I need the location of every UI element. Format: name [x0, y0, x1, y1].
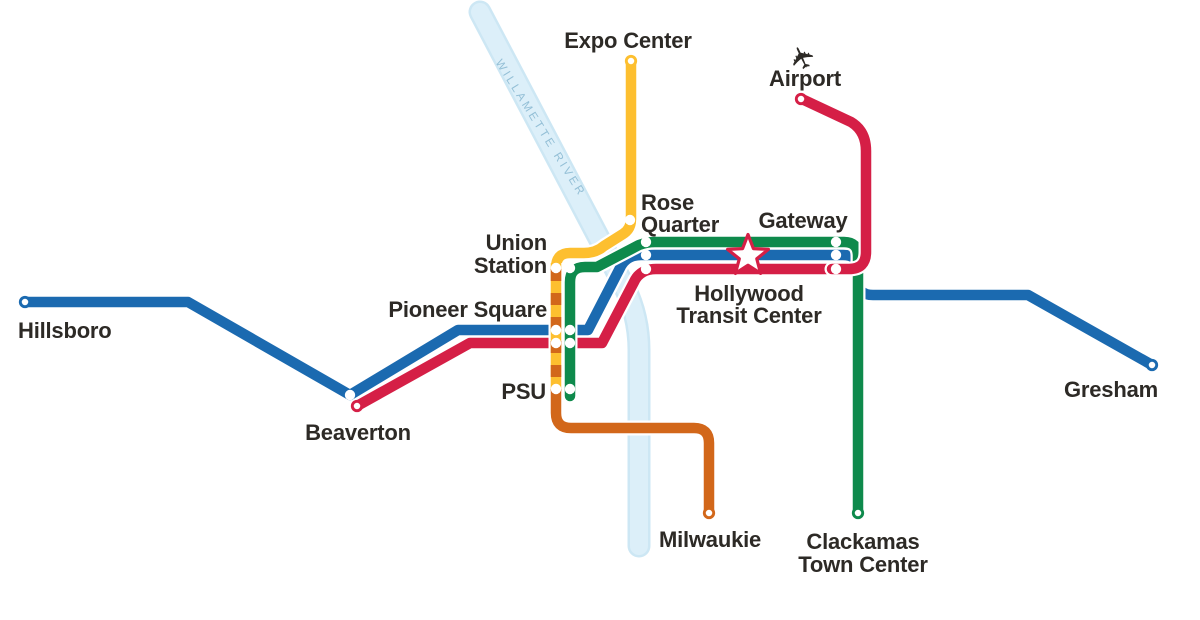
station-dot-pioneer-square-3	[550, 337, 562, 349]
terminus-dot-hillsboro	[18, 295, 32, 309]
terminus-dot-expo-center	[624, 54, 638, 68]
orange-line	[550, 378, 715, 519]
label-hollywood-2: Transit Center	[676, 303, 822, 328]
label-airport: Airport	[769, 66, 842, 91]
terminus-dot-milwaukie	[702, 506, 716, 520]
station-dot-psu-mall	[550, 383, 562, 395]
blue-line	[19, 249, 1158, 401]
station-dot-beaverton-blue	[344, 389, 356, 401]
label-expo-center: Expo Center	[564, 28, 692, 53]
label-milwaukie: Milwaukie	[659, 527, 761, 552]
station-dot-rose-quarter-red	[640, 263, 652, 275]
label-clackamas-2: Town Center	[798, 552, 928, 577]
label-hillsboro: Hillsboro	[18, 318, 112, 343]
station-dot-union-station-green	[564, 262, 576, 274]
terminus-dot-gresham	[1145, 358, 1159, 372]
station-dot-pioneer-square-1	[550, 324, 562, 336]
label-pioneer-square: Pioneer Square	[388, 297, 547, 322]
terminus-dot-airport	[794, 92, 808, 106]
station-dot-psu-green	[564, 383, 576, 395]
station-dot-gateway-green	[830, 236, 842, 248]
label-hollywood-1: Hollywood	[694, 281, 803, 306]
label-gateway: Gateway	[758, 208, 848, 233]
hollywood-star-icon	[725, 232, 771, 275]
station-dot-rose-quarter-yellow	[624, 214, 636, 226]
station-dot-gateway-red	[830, 263, 842, 275]
label-gresham: Gresham	[1064, 377, 1158, 402]
station-labels: Hillsboro Beaverton Pioneer Square Union…	[18, 28, 1158, 577]
terminus-dot-clackamas	[851, 506, 865, 520]
yellow-line	[550, 55, 637, 286]
label-rose-quarter-1: Rose	[641, 190, 694, 215]
terminus-dot-beaverton-red	[350, 399, 364, 413]
river-label: WILLAMETTE RIVER	[493, 58, 588, 200]
station-dot-pioneer-square-2	[564, 324, 576, 336]
station-dot-rose-quarter-green	[640, 236, 652, 248]
station-dot-union-station-mall	[550, 262, 562, 274]
label-psu: PSU	[501, 379, 546, 404]
station-dots	[18, 54, 1159, 520]
rail-lines	[17, 53, 1160, 521]
label-rose-quarter-2: Quarter	[641, 212, 720, 237]
station-dot-rose-quarter-blue	[640, 249, 652, 261]
label-clackamas-1: Clackamas	[806, 529, 919, 554]
label-beaverton: Beaverton	[305, 420, 411, 445]
red-airport-branch	[798, 94, 872, 275]
station-dot-gateway-blue	[830, 249, 842, 261]
station-dot-pioneer-square-4	[564, 337, 576, 349]
label-union-station-2: Station	[474, 253, 547, 278]
label-union-station-1: Union	[486, 230, 547, 255]
river-band-inner	[471, 3, 648, 555]
red-line	[351, 263, 846, 412]
